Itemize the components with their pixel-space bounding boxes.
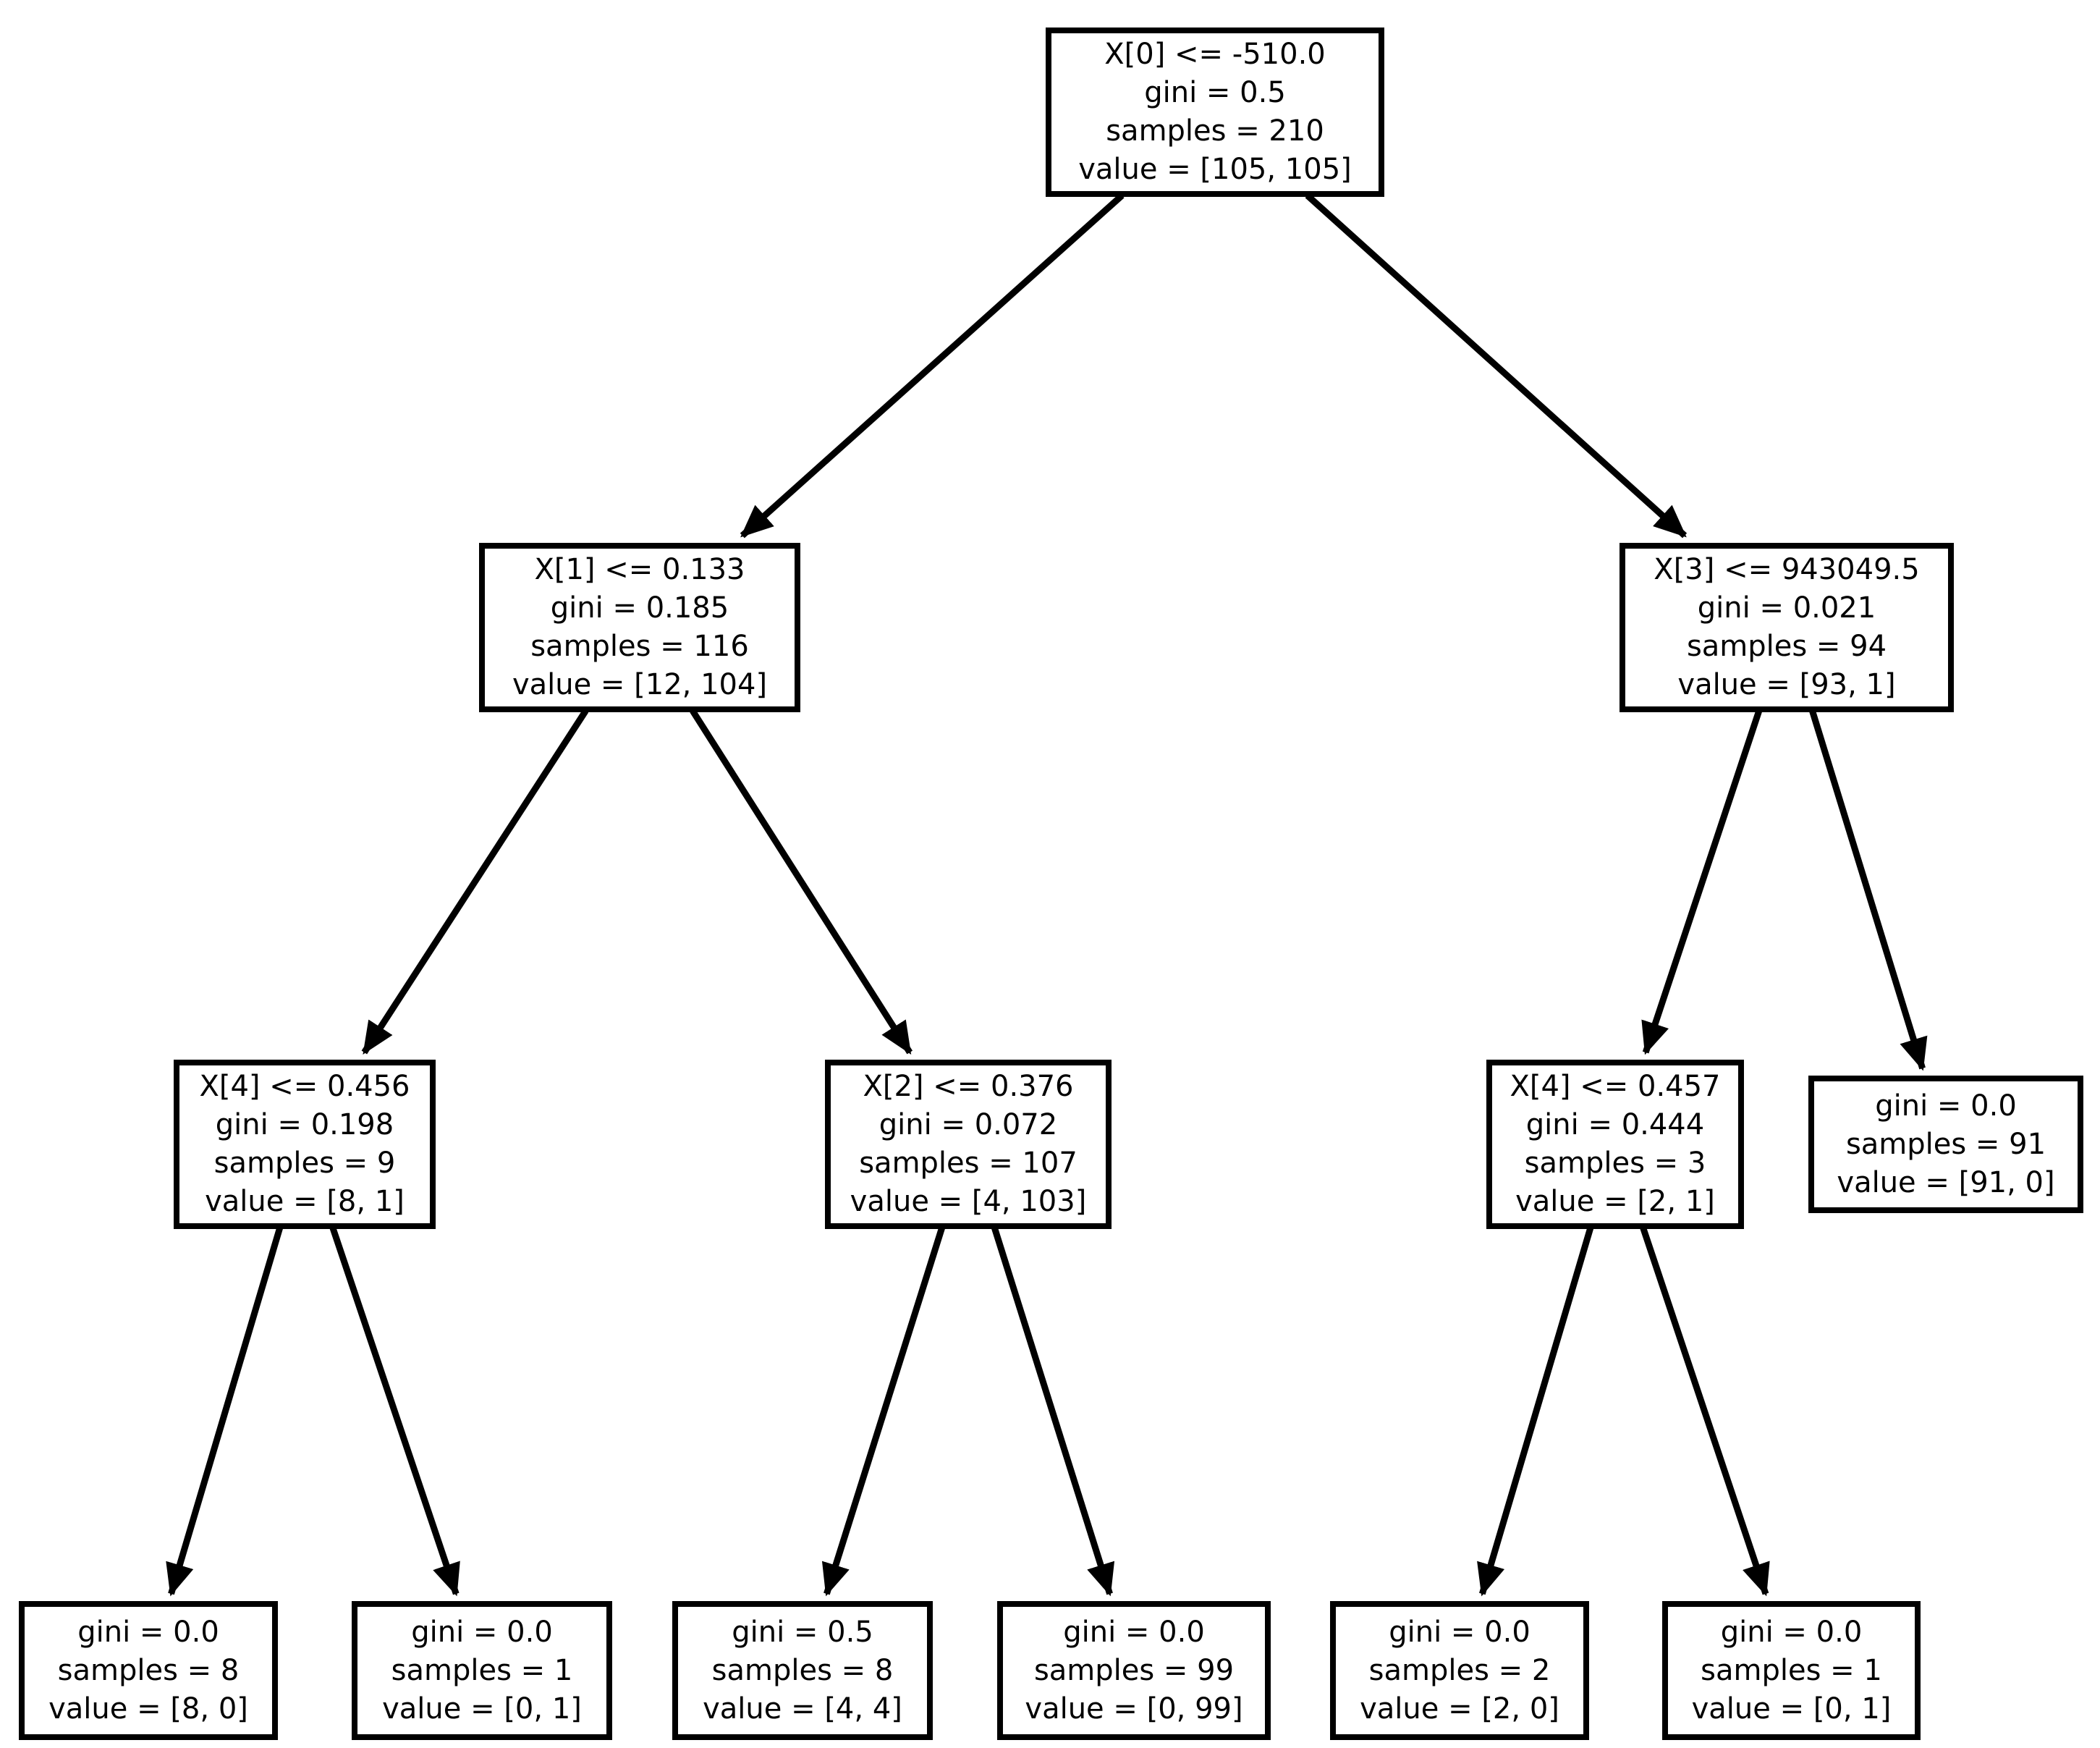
class-values: value = [0, 1] [382,1692,582,1726]
samples-count: samples = 3 [1524,1147,1706,1180]
tree-edge-n3-n7 [166,1226,284,1597]
class-values: value = [93, 1] [1677,668,1896,701]
tree-edge-n3-n8 [329,1226,460,1597]
split-condition: X[2] <= 0.376 [863,1070,1074,1103]
class-values: value = [12, 104] [512,668,768,701]
gini-value: gini = 0.185 [550,591,729,625]
samples-count: samples = 99 [1033,1653,1235,1687]
tree-leaf-4: gini = 0.0 samples = 99 value = [0, 99] [997,1601,1271,1740]
tree-edge-n5-n12 [1640,1226,1770,1597]
gini-value: gini = 0.072 [878,1108,1058,1141]
split-condition: X[3] <= 943049.5 [1654,553,1920,586]
tree-edge-n5-n11 [1477,1226,1594,1597]
class-values: value = [8, 1] [205,1185,405,1218]
tree-leaf-3: gini = 0.5 samples = 8 value = [4, 4] [672,1601,933,1740]
tree-edge-n1-n3 [361,709,589,1055]
tree-node-depth2-2: X[2] <= 0.376 gini = 0.072 samples = 107… [825,1060,1112,1229]
gini-value: gini = 0.0 [1875,1089,2017,1123]
samples-count: samples = 94 [1686,630,1887,663]
samples-count: samples = 8 [711,1653,894,1687]
class-values: value = [105, 105] [1078,153,1352,186]
gini-value: gini = 0.0 [1720,1615,1863,1649]
gini-value: gini = 0.0 [411,1615,553,1649]
gini-value: gini = 0.021 [1697,591,1876,625]
samples-count: samples = 8 [57,1653,240,1687]
split-condition: X[1] <= 0.133 [534,553,745,586]
tree-edge-n2-n5 [1641,709,1763,1055]
tree-node-depth2-3: X[4] <= 0.457 gini = 0.444 samples = 3 v… [1486,1060,1744,1229]
samples-count: samples = 1 [1701,1653,1882,1687]
class-values: value = [91, 0] [1837,1165,2055,1199]
samples-count: samples = 210 [1106,114,1324,148]
tree-leaf-depth2-right: gini = 0.0 samples = 91 value = [91, 0] [1808,1076,2083,1213]
gini-value: gini = 0.0 [1389,1615,1530,1649]
class-values: value = [4, 103] [850,1185,1087,1218]
tree-node-depth2-1: X[4] <= 0.456 gini = 0.198 samples = 9 v… [174,1060,436,1229]
class-values: value = [4, 4] [703,1692,902,1726]
gini-value: gini = 0.444 [1525,1108,1705,1141]
samples-count: samples = 107 [859,1147,1077,1180]
class-values: value = [8, 0] [48,1692,248,1726]
tree-node-root: X[0] <= -510.0 gini = 0.5 samples = 210 … [1046,28,1384,197]
gini-value: gini = 0.5 [732,1615,873,1649]
tree-node-depth1-left: X[1] <= 0.133 gini = 0.185 samples = 116… [479,543,800,712]
samples-count: samples = 9 [213,1147,396,1180]
split-condition: X[4] <= 0.456 [199,1070,410,1103]
tree-edge-n4-n10 [991,1226,1115,1597]
samples-count: samples = 1 [391,1653,573,1687]
split-condition: X[4] <= 0.457 [1510,1070,1721,1103]
class-values: value = [0, 99] [1025,1692,1243,1726]
class-values: value = [0, 1] [1691,1692,1892,1726]
class-values: value = [2, 1] [1515,1185,1715,1218]
tree-edge-n0-n2 [1305,193,1688,539]
tree-leaf-5: gini = 0.0 samples = 2 value = [2, 0] [1330,1601,1589,1740]
tree-edge-n0-n1 [740,193,1125,539]
tree-edge-n2-n6 [1809,709,1928,1071]
tree-leaf-2: gini = 0.0 samples = 1 value = [0, 1] [352,1601,612,1740]
samples-count: samples = 116 [530,630,749,663]
gini-value: gini = 0.198 [215,1108,394,1141]
gini-value: gini = 0.0 [77,1615,219,1649]
tree-edge-n1-n4 [690,709,913,1055]
split-condition: X[0] <= -510.0 [1104,38,1326,71]
class-values: value = [2, 0] [1360,1692,1559,1726]
samples-count: samples = 2 [1368,1653,1551,1687]
gini-value: gini = 0.5 [1144,76,1286,109]
tree-edge-n4-n9 [821,1226,946,1597]
samples-count: samples = 91 [1845,1127,2046,1161]
tree-node-depth1-right: X[3] <= 943049.5 gini = 0.021 samples = … [1620,543,1954,712]
tree-leaf-1: gini = 0.0 samples = 8 value = [8, 0] [19,1601,278,1740]
tree-leaf-6: gini = 0.0 samples = 1 value = [0, 1] [1662,1601,1921,1740]
gini-value: gini = 0.0 [1063,1615,1205,1649]
